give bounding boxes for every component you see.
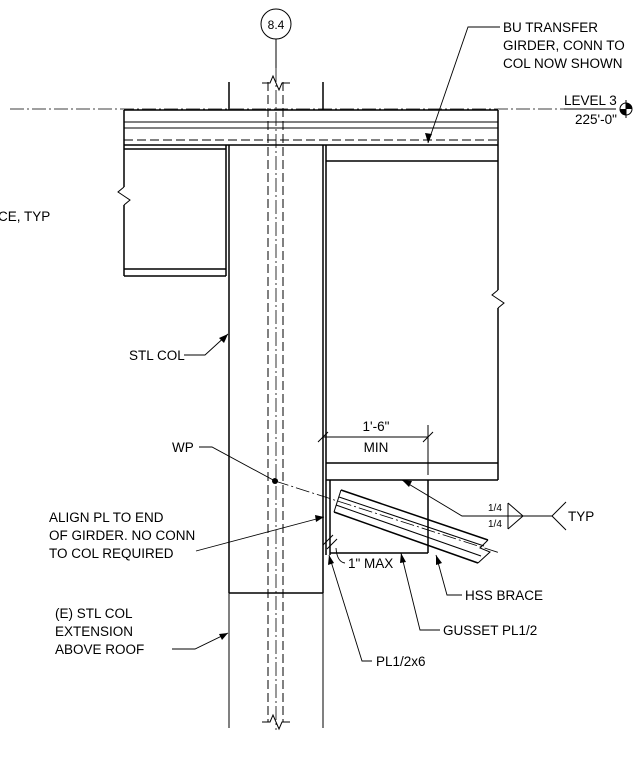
leader-gusset (400, 552, 440, 631)
max-gap-marker (322, 534, 346, 564)
steel-column (228, 82, 324, 594)
max-gap-label: 1" MAX (348, 556, 393, 571)
bu-girder-note-line3: COL NOW SHOWN (503, 56, 623, 71)
left-beam (117, 145, 227, 277)
bu-girder-note-line1: BU TRANSFER (503, 20, 598, 35)
existing-column-extension (228, 593, 324, 728)
stl-col-label: STL COL (129, 348, 185, 363)
level-elevation: 225'-0" (575, 112, 617, 127)
weld-size-top: 1/4 (488, 503, 502, 514)
level-marker-icon (619, 100, 633, 118)
leader-stl-col (184, 333, 229, 356)
weld-size-bottom: 1/4 (488, 519, 502, 530)
weld-symbol-icon (507, 501, 567, 531)
brace-typ-note: CE, TYP (0, 209, 50, 224)
transfer-girder (123, 109, 499, 146)
hss-brace-label: HSS BRACE (465, 588, 543, 603)
gusset-label: GUSSET PL1/2 (443, 623, 537, 638)
leader-ext (172, 632, 229, 650)
weld-typ-label: TYP (568, 509, 594, 524)
level-name: LEVEL 3 (564, 93, 617, 108)
dimension-min: 1'-6" MIN (317, 419, 434, 475)
ext-note-line3: ABOVE ROOF (55, 642, 144, 657)
align-note-line2: OF GIRDER. NO CONN (49, 528, 195, 543)
pl-label: PL1/2x6 (376, 654, 426, 669)
leader-wp (199, 446, 276, 482)
right-girder (325, 145, 505, 481)
grid-bubble: 8.4 (260, 8, 292, 68)
ext-note-line2: EXTENSION (55, 624, 133, 639)
leader-bu-girder (427, 26, 500, 144)
dimension-value: 1'-6" (363, 419, 390, 434)
column-break-bottom (262, 713, 290, 731)
dimension-min-label: MIN (364, 440, 389, 455)
bu-girder-note-line2: GIRDER, CONN TO (503, 38, 625, 53)
column-break-top (262, 74, 290, 92)
grid-bubble-label: 8.4 (268, 18, 285, 32)
hss-brace (274, 480, 501, 564)
align-note-line3: TO COL REQUIRED (49, 546, 174, 561)
leader-align (195, 516, 325, 552)
wp-label: WP (172, 440, 194, 455)
align-note-line1: ALIGN PL TO END (49, 510, 164, 525)
gusset-plate (325, 480, 429, 555)
leader-pl (328, 554, 372, 662)
leader-hss (435, 554, 462, 596)
ext-note-line1: (E) STL COL (55, 606, 133, 621)
leader-typ-weld (401, 479, 552, 517)
